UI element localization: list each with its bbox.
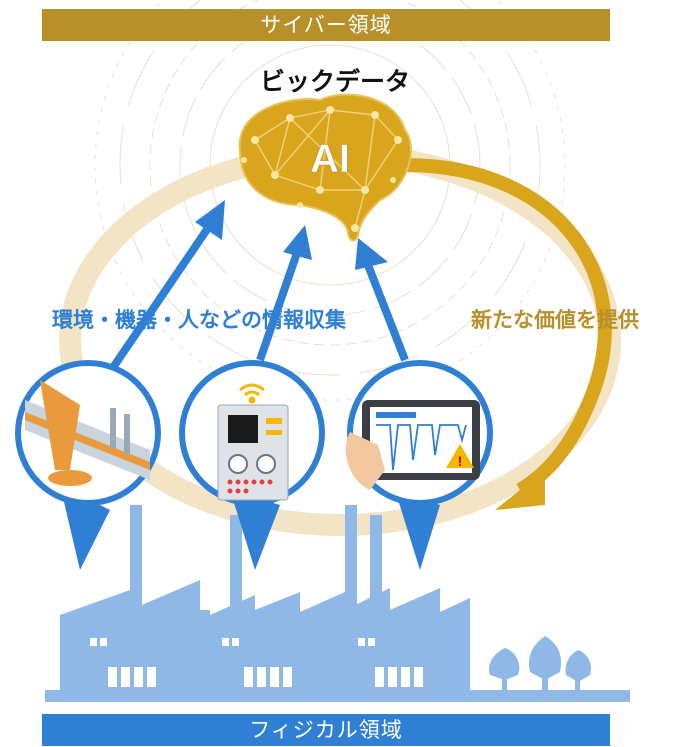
factory-windows (90, 638, 423, 687)
svg-text:!: ! (458, 453, 463, 469)
tree-icon (488, 636, 591, 695)
collect-arrows (106, 200, 409, 375)
ai-brain-icon: AI (238, 93, 412, 242)
robot-arm-icon (25, 380, 150, 486)
control-panel-icon (217, 404, 289, 501)
value-return-arrow (404, 158, 612, 497)
robot-arm-pin (15, 360, 161, 570)
value-return-arrowhead (495, 470, 545, 510)
wifi-icon (239, 383, 265, 404)
tablet-monitor-icon: ! (345, 400, 480, 490)
ai-label: AI (310, 137, 350, 181)
cyber-domain-banner: サイバー領域 (42, 9, 610, 41)
control-panel-pin (179, 360, 325, 570)
big-data-title: ビックデータ (259, 67, 410, 96)
physical-domain-banner: フィジカル領域 (42, 714, 610, 746)
information-collection-label: 環境・機器・人などの情報収集 (52, 308, 346, 332)
tablet-pin: ! (345, 360, 493, 570)
factory-icon (45, 505, 630, 702)
value-provision-label: 新たな価値を提供 (471, 308, 639, 332)
